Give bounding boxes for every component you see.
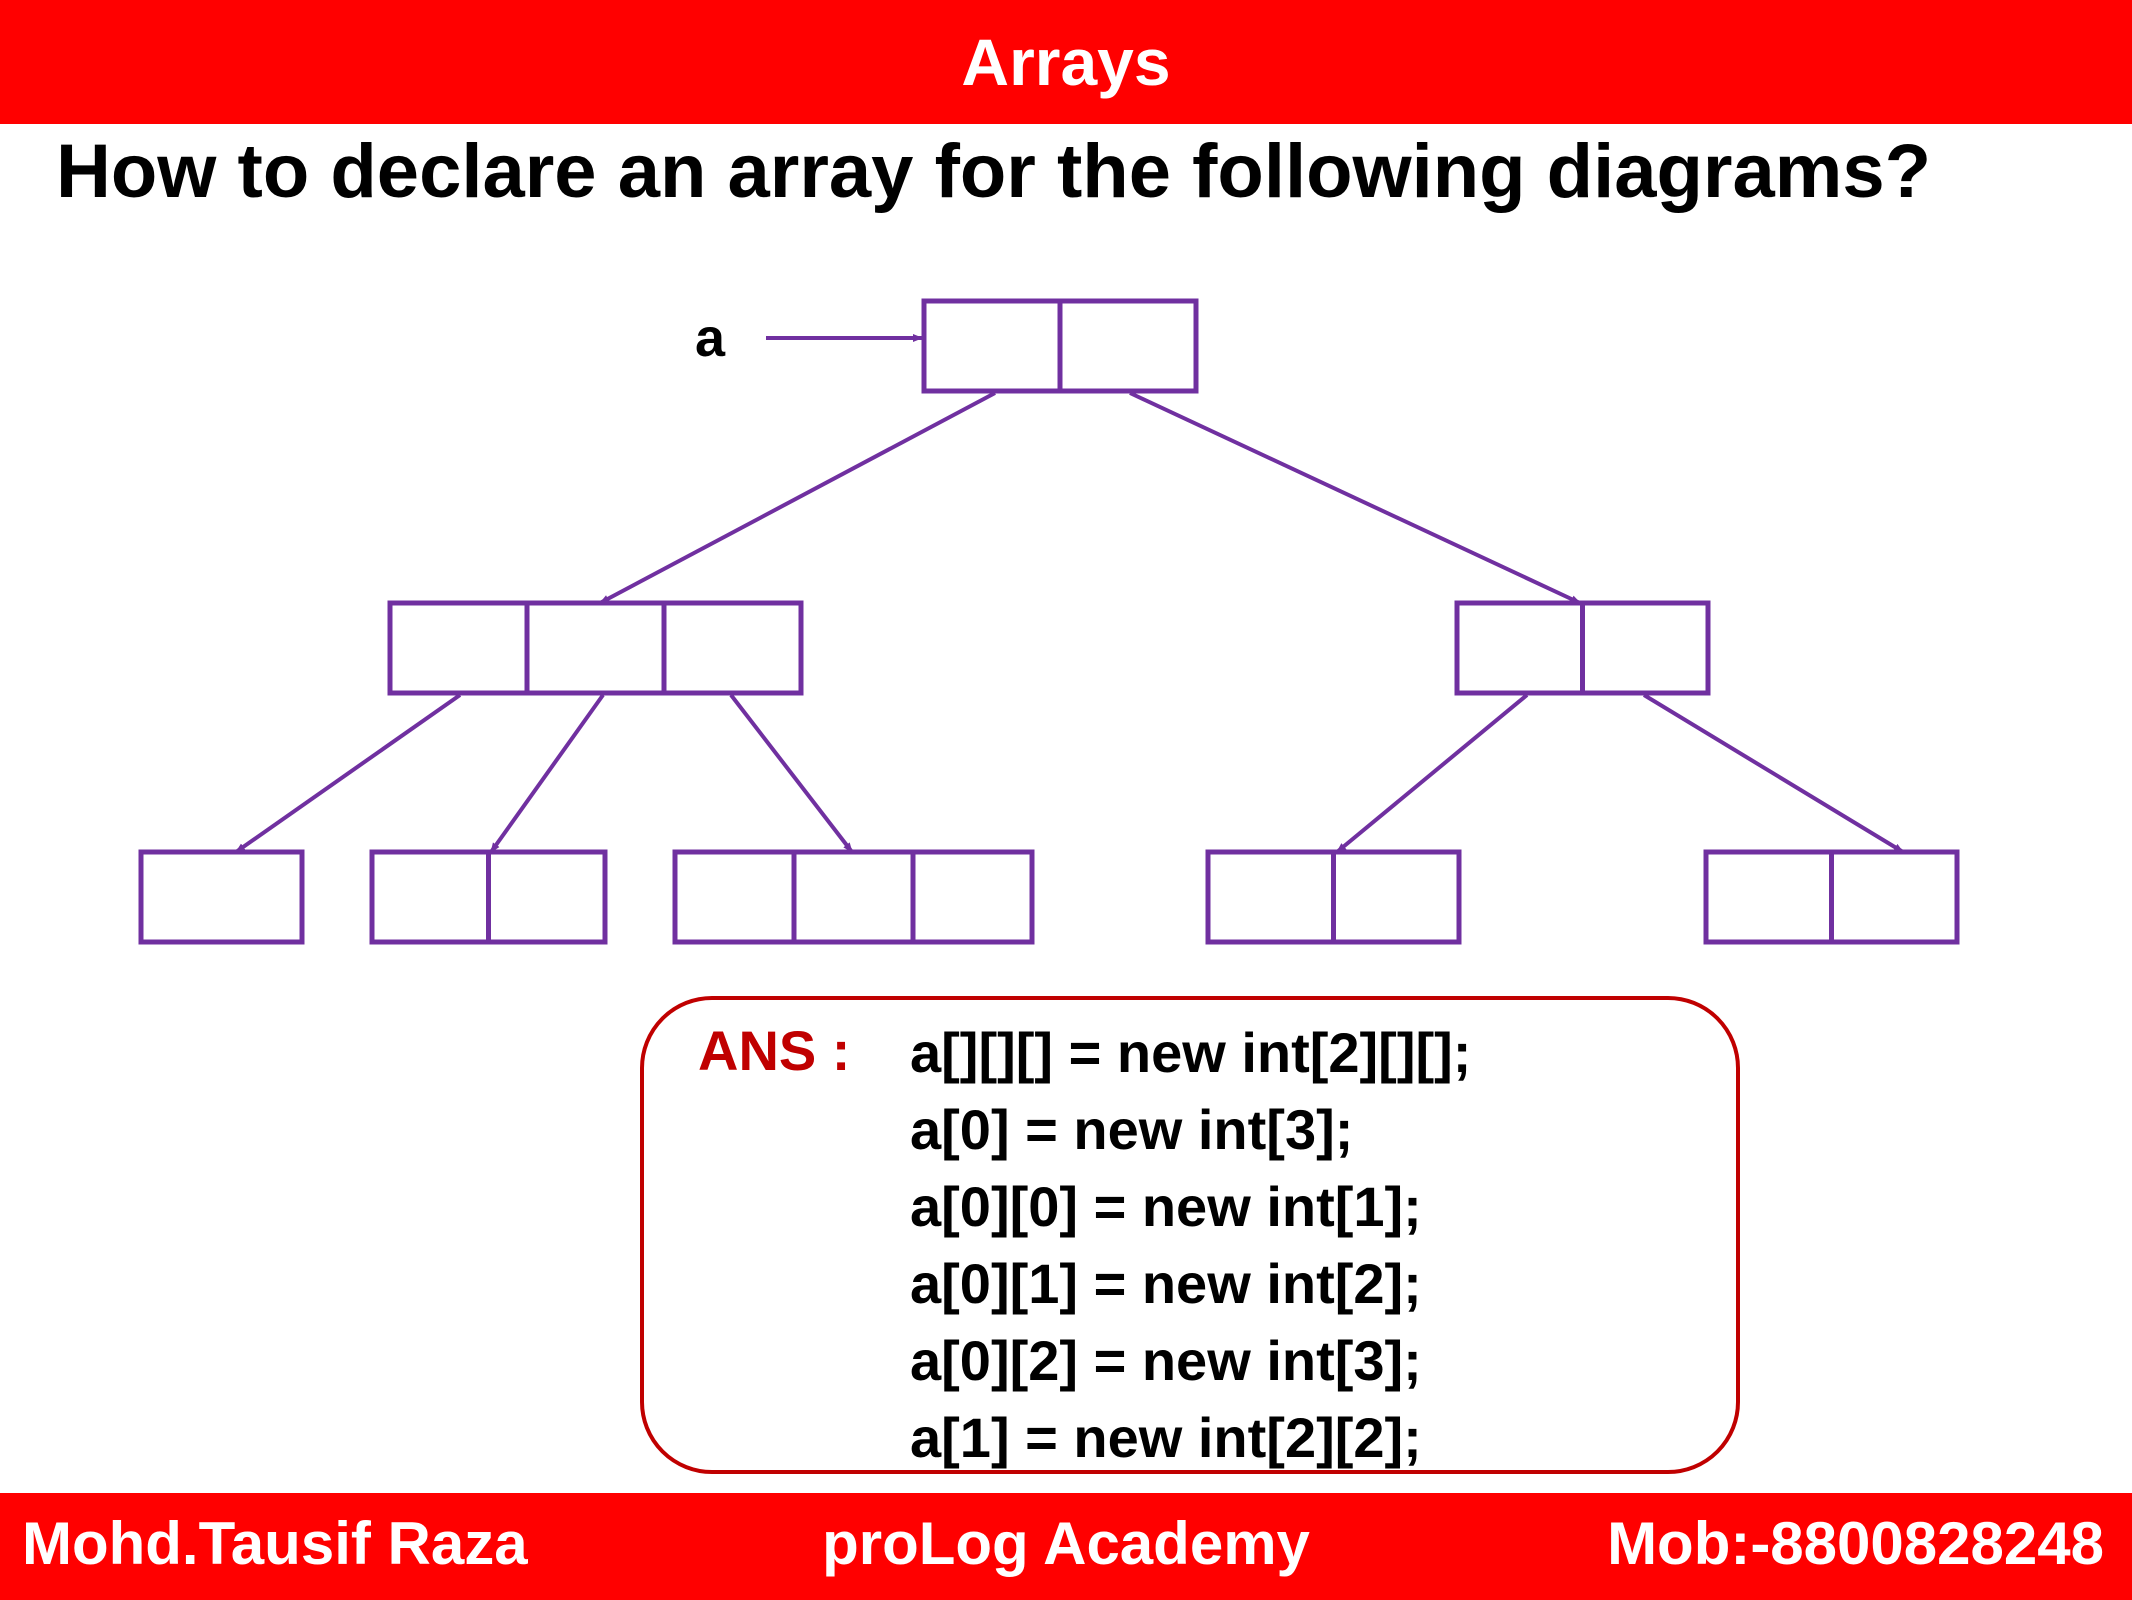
array-boxes [138,298,1960,945]
arrow-root-to-a0 [599,391,996,605]
arrow-a1-to-a11 [1642,693,1905,854]
footer-banner: Mohd.Tausif Raza proLog Academy Mob:-880… [0,1493,2132,1600]
array-a01 [369,849,608,945]
arrow-a0-to-a01 [489,693,605,854]
slide-title: Arrays [961,25,1171,99]
title-banner: Arrays [0,0,2132,124]
code-line: a[0][0] = new int[1]; [910,1175,1422,1238]
array-a0 [387,600,804,696]
footer-organization: proLog Academy [822,1510,1310,1577]
code-line: a[0] = new int[3]; [910,1098,1354,1161]
arrow-a1-to-a10 [1335,693,1529,854]
code-line: a[1] = new int[2][2]; [910,1406,1422,1469]
arrow-a0-to-a00 [234,693,462,854]
question-heading: How to declare an array for the followin… [56,129,1932,214]
code-line: a[][][] = new int[2][][]; [910,1021,1472,1084]
arrow-a0-to-a02 [729,693,854,854]
variable-a-label: a [695,308,726,368]
array-a10 [1205,849,1462,945]
reference-arrows [234,334,1905,854]
array-a00 [138,849,305,945]
footer-author: Mohd.Tausif Raza [22,1510,528,1577]
code-line: a[0][1] = new int[2]; [910,1252,1422,1315]
answer-box: ANS : a[][][] = new int[2][][]; a[0] = n… [640,996,1740,1474]
root-array [921,298,1199,394]
answer-code: a[][][] = new int[2][][]; a[0] = new int… [910,1014,1471,1476]
array-a02 [672,849,1035,945]
arrow-root-to-a1 [1129,391,1581,605]
code-line: a[0][2] = new int[3]; [910,1329,1422,1392]
array-a11 [1703,849,1960,945]
array-a1 [1454,600,1711,696]
answer-label: ANS : [698,1019,851,1082]
footer-phone: Mob:-8800828248 [1607,1510,2104,1577]
